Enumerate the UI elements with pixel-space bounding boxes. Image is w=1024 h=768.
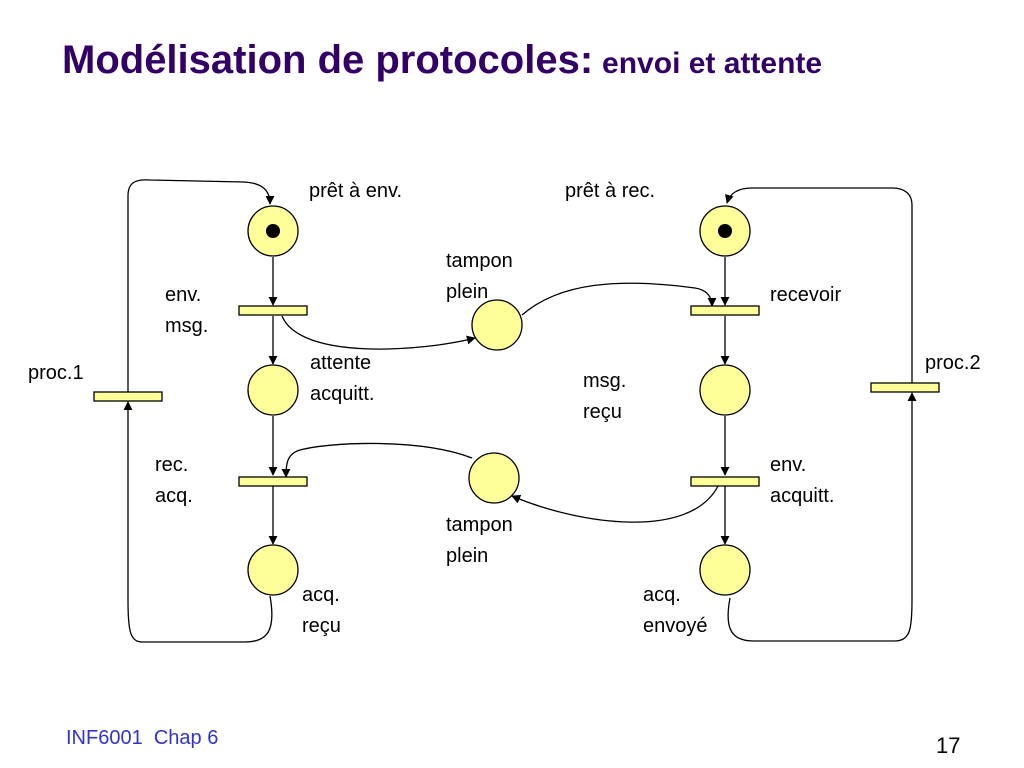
token-pret-rec [718,224,732,238]
label-proc1: proc.1 [28,362,84,384]
slide-title-sub: envoi et attente [602,47,823,80]
transition-rec-acq [238,476,308,487]
place-tampon-haut [471,299,523,351]
page-number: 17 [936,733,961,758]
place-attente-acquitt [247,364,299,416]
arc-proc2-to-pret-rec [725,187,913,385]
label-rec-acq: rec. acq. [155,454,193,507]
label-pret-rec: prêt à rec. [565,180,656,202]
transition-recevoir [690,305,760,316]
label-pret-env: prêt à env. [309,180,403,202]
label-acq-recu: acq. reçu [302,584,341,637]
transition-proc1 [93,391,163,402]
label-proc2: proc.2 [925,352,981,374]
label-tampon-haut: tampon plein [446,250,513,303]
footer-chapter: Chap 6 [153,727,219,749]
token-pret-env [266,224,280,238]
arc-env-acquitt-to-tampon-bas [511,485,719,523]
arc-env-msg-to-tampon-haut [281,315,476,350]
transition-proc2 [870,382,940,393]
label-tampon-bas: tampon plein [446,514,513,567]
slide-title-main: Modélisation de protocoles: [62,38,594,82]
place-msg-recu [699,364,751,416]
arc-acq-recu-to-proc1 [123,401,273,643]
arc-tampon-bas-to-rec-acq [281,442,473,478]
arc-proc1-to-pret-env [127,179,275,394]
label-recevoir: recevoir [770,284,842,306]
label-env-msg: env. msg. [165,284,209,337]
transition-env-msg [238,305,308,316]
place-acq-envoye [699,544,751,596]
slide-title: Modélisation de protocoles: envoi et att… [62,38,822,83]
label-env-acquitt: env. acquitt. [770,454,835,507]
label-msg-recu: msg. reçu [583,370,627,423]
label-acq-envoye: acq. envoyé [643,584,708,637]
place-acq-recu [247,544,299,596]
transition-env-acquitt [690,476,760,487]
footer-course: INF6001 [66,727,143,749]
arc-acq-envoye-to-proc2 [727,392,917,642]
label-attente-acquitt: attente acquitt. [310,352,375,405]
place-tampon-bas [468,452,520,504]
arc-tampon-haut-to-recevoir [521,282,717,316]
footer: INF6001 Chap 6 [66,727,218,750]
